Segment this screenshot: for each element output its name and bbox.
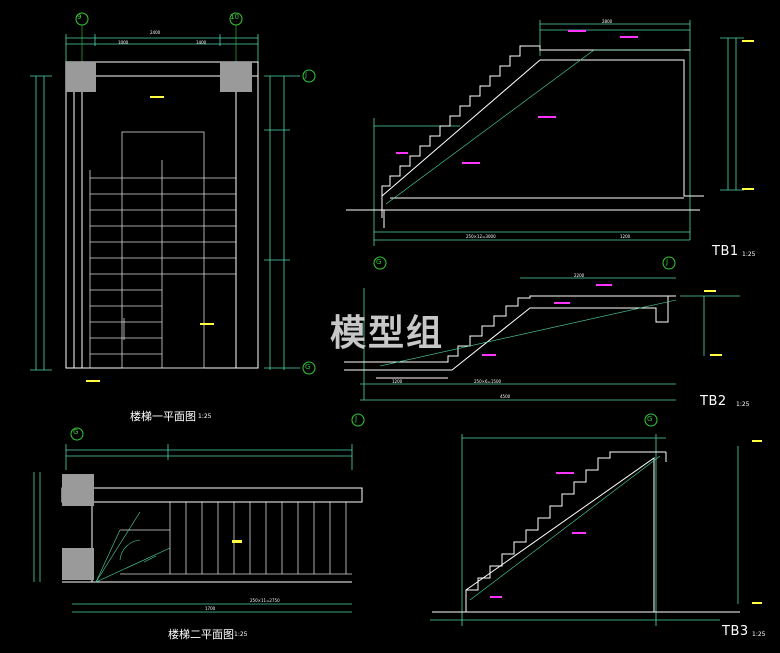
tb3-label: TB3 bbox=[722, 624, 749, 639]
tb2-dimensions bbox=[360, 277, 740, 401]
tb2-axis-right bbox=[644, 413, 658, 427]
tb3-stair-profile bbox=[432, 451, 740, 613]
plan2-walls bbox=[61, 487, 363, 583]
tb1-axis-right bbox=[662, 256, 676, 270]
tb2-label: TB2 bbox=[700, 394, 727, 409]
plan1-dim-a: 1000 bbox=[118, 40, 129, 45]
plan2-winder-lines bbox=[95, 511, 171, 583]
tb1-axis-label-left: G bbox=[376, 258, 382, 266]
plan1-scale: 1:25 bbox=[198, 413, 212, 420]
tb1-dim-landing: 1200 bbox=[620, 234, 631, 239]
tb3-dimensions bbox=[430, 434, 739, 626]
tb2-axis-label-right: G bbox=[647, 415, 653, 423]
axis-label-j: J bbox=[305, 71, 308, 79]
tb1-dim-top: 2800 bbox=[602, 19, 613, 24]
tb2-stair-section bbox=[344, 277, 740, 427]
plan2-stair-flight bbox=[120, 502, 352, 575]
tb1-rebar bbox=[385, 49, 684, 205]
tb2-axis-left bbox=[351, 413, 365, 427]
plan2-column-top bbox=[62, 474, 94, 506]
plan2-dimensions bbox=[33, 444, 353, 613]
plan2-dim-total: 1700 bbox=[205, 606, 216, 611]
tb1-stair-section bbox=[346, 20, 754, 270]
plan1-column-left bbox=[66, 62, 96, 92]
plan1-stair-plan bbox=[30, 12, 316, 382]
tb1-level-marks bbox=[742, 40, 754, 190]
tb2-axis-label-left: J bbox=[355, 415, 358, 423]
plan2-title: 楼梯二平面图 bbox=[168, 628, 234, 641]
plan2-dim-flight: 250×11=2750 bbox=[250, 598, 280, 603]
axis-label-9: 9 bbox=[77, 13, 82, 21]
tb2-dim-total: 4500 bbox=[500, 394, 511, 399]
plan1-level-marks bbox=[86, 96, 214, 382]
tb1-label: TB1 bbox=[712, 244, 739, 259]
plan2-scale: 1:25 bbox=[234, 631, 248, 638]
tb2-level-marks bbox=[704, 290, 722, 356]
plan2-column-bottom bbox=[62, 548, 94, 580]
tb1-stair-profile bbox=[346, 45, 704, 228]
plan1-axis-markers bbox=[75, 12, 316, 375]
axis-label-g: G bbox=[305, 363, 311, 371]
tb2-scale: 1:25 bbox=[736, 401, 750, 408]
tb1-dimensions bbox=[373, 20, 744, 246]
plan1-column-right bbox=[220, 62, 252, 92]
tb2-stair-profile bbox=[344, 295, 676, 379]
plan1-stair-flights bbox=[89, 131, 236, 369]
watermark: 模型组 bbox=[330, 313, 445, 354]
tb3-rebar-notes bbox=[490, 472, 586, 598]
plan1-dim-b: 1400 bbox=[196, 40, 207, 45]
tb1-dim-flight: 250×12=3000 bbox=[466, 234, 496, 239]
tb3-scale: 1:25 bbox=[752, 631, 766, 638]
plan1-dimensions bbox=[30, 34, 300, 371]
tb3-stair-section bbox=[430, 434, 762, 626]
plan2-stair-plan bbox=[33, 427, 363, 613]
plan1-title: 楼梯一平面图 bbox=[130, 410, 196, 423]
tb3-level-marks bbox=[752, 440, 762, 604]
tb1-axis-label-right: J bbox=[666, 258, 669, 266]
tb2-dim-top: 2200 bbox=[574, 273, 585, 278]
plan1-dim-total: 2400 bbox=[150, 30, 161, 35]
tb3-rebar bbox=[469, 455, 661, 601]
axis-label-10: 10 bbox=[230, 13, 239, 21]
tb2-rebar bbox=[379, 299, 677, 367]
tb1-scale: 1:25 bbox=[742, 251, 756, 258]
tb2-dim-flight: 250×6=1500 bbox=[474, 379, 502, 384]
plan2-level-mark bbox=[232, 540, 242, 543]
plan2-axis-label: G bbox=[73, 428, 79, 436]
tb2-rebar-notes bbox=[482, 284, 612, 356]
plan2-axis-marker bbox=[70, 427, 84, 441]
tb1-axis-left bbox=[373, 256, 387, 270]
tb1-rebar-notes bbox=[396, 30, 638, 164]
tb2-dim-landing: 1200 bbox=[392, 379, 403, 384]
